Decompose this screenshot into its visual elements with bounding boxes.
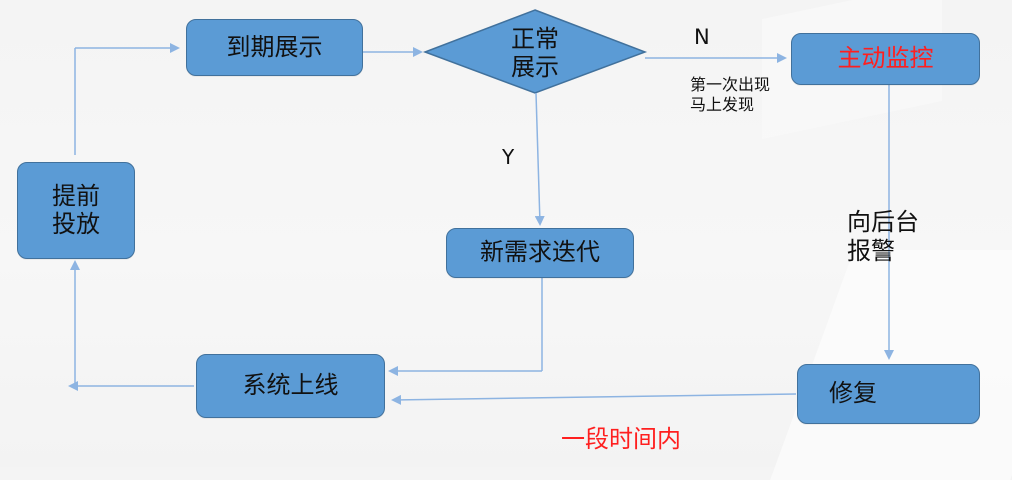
system-launch-node: 系统上线 <box>196 354 385 418</box>
first-time-found-label: 第一次出现 马上发现 <box>690 75 771 114</box>
expiry-display-node: 到期展示 <box>186 19 363 76</box>
decision-diamond <box>422 9 648 94</box>
active-monitoring-node: 主动监控 <box>791 33 980 85</box>
flowchart-connectors <box>68 9 894 405</box>
connector-decision-to-iterate <box>534 92 545 226</box>
time-period-label: 一段时间内 <box>561 425 681 453</box>
no-branch-label: N <box>694 25 710 49</box>
backend-alert-label: 向后台 报警 <box>847 208 919 266</box>
connector-repair-to-launch <box>391 393 797 405</box>
repair-node: 修复 <box>797 364 980 424</box>
new-requirement-iteration-node: 新需求迭代 <box>446 228 634 278</box>
normal-display-decision-label: 正常 展示 <box>511 25 559 81</box>
advance-placement-node: 提前 投放 <box>17 162 135 259</box>
yes-branch-label: Y <box>502 145 515 169</box>
